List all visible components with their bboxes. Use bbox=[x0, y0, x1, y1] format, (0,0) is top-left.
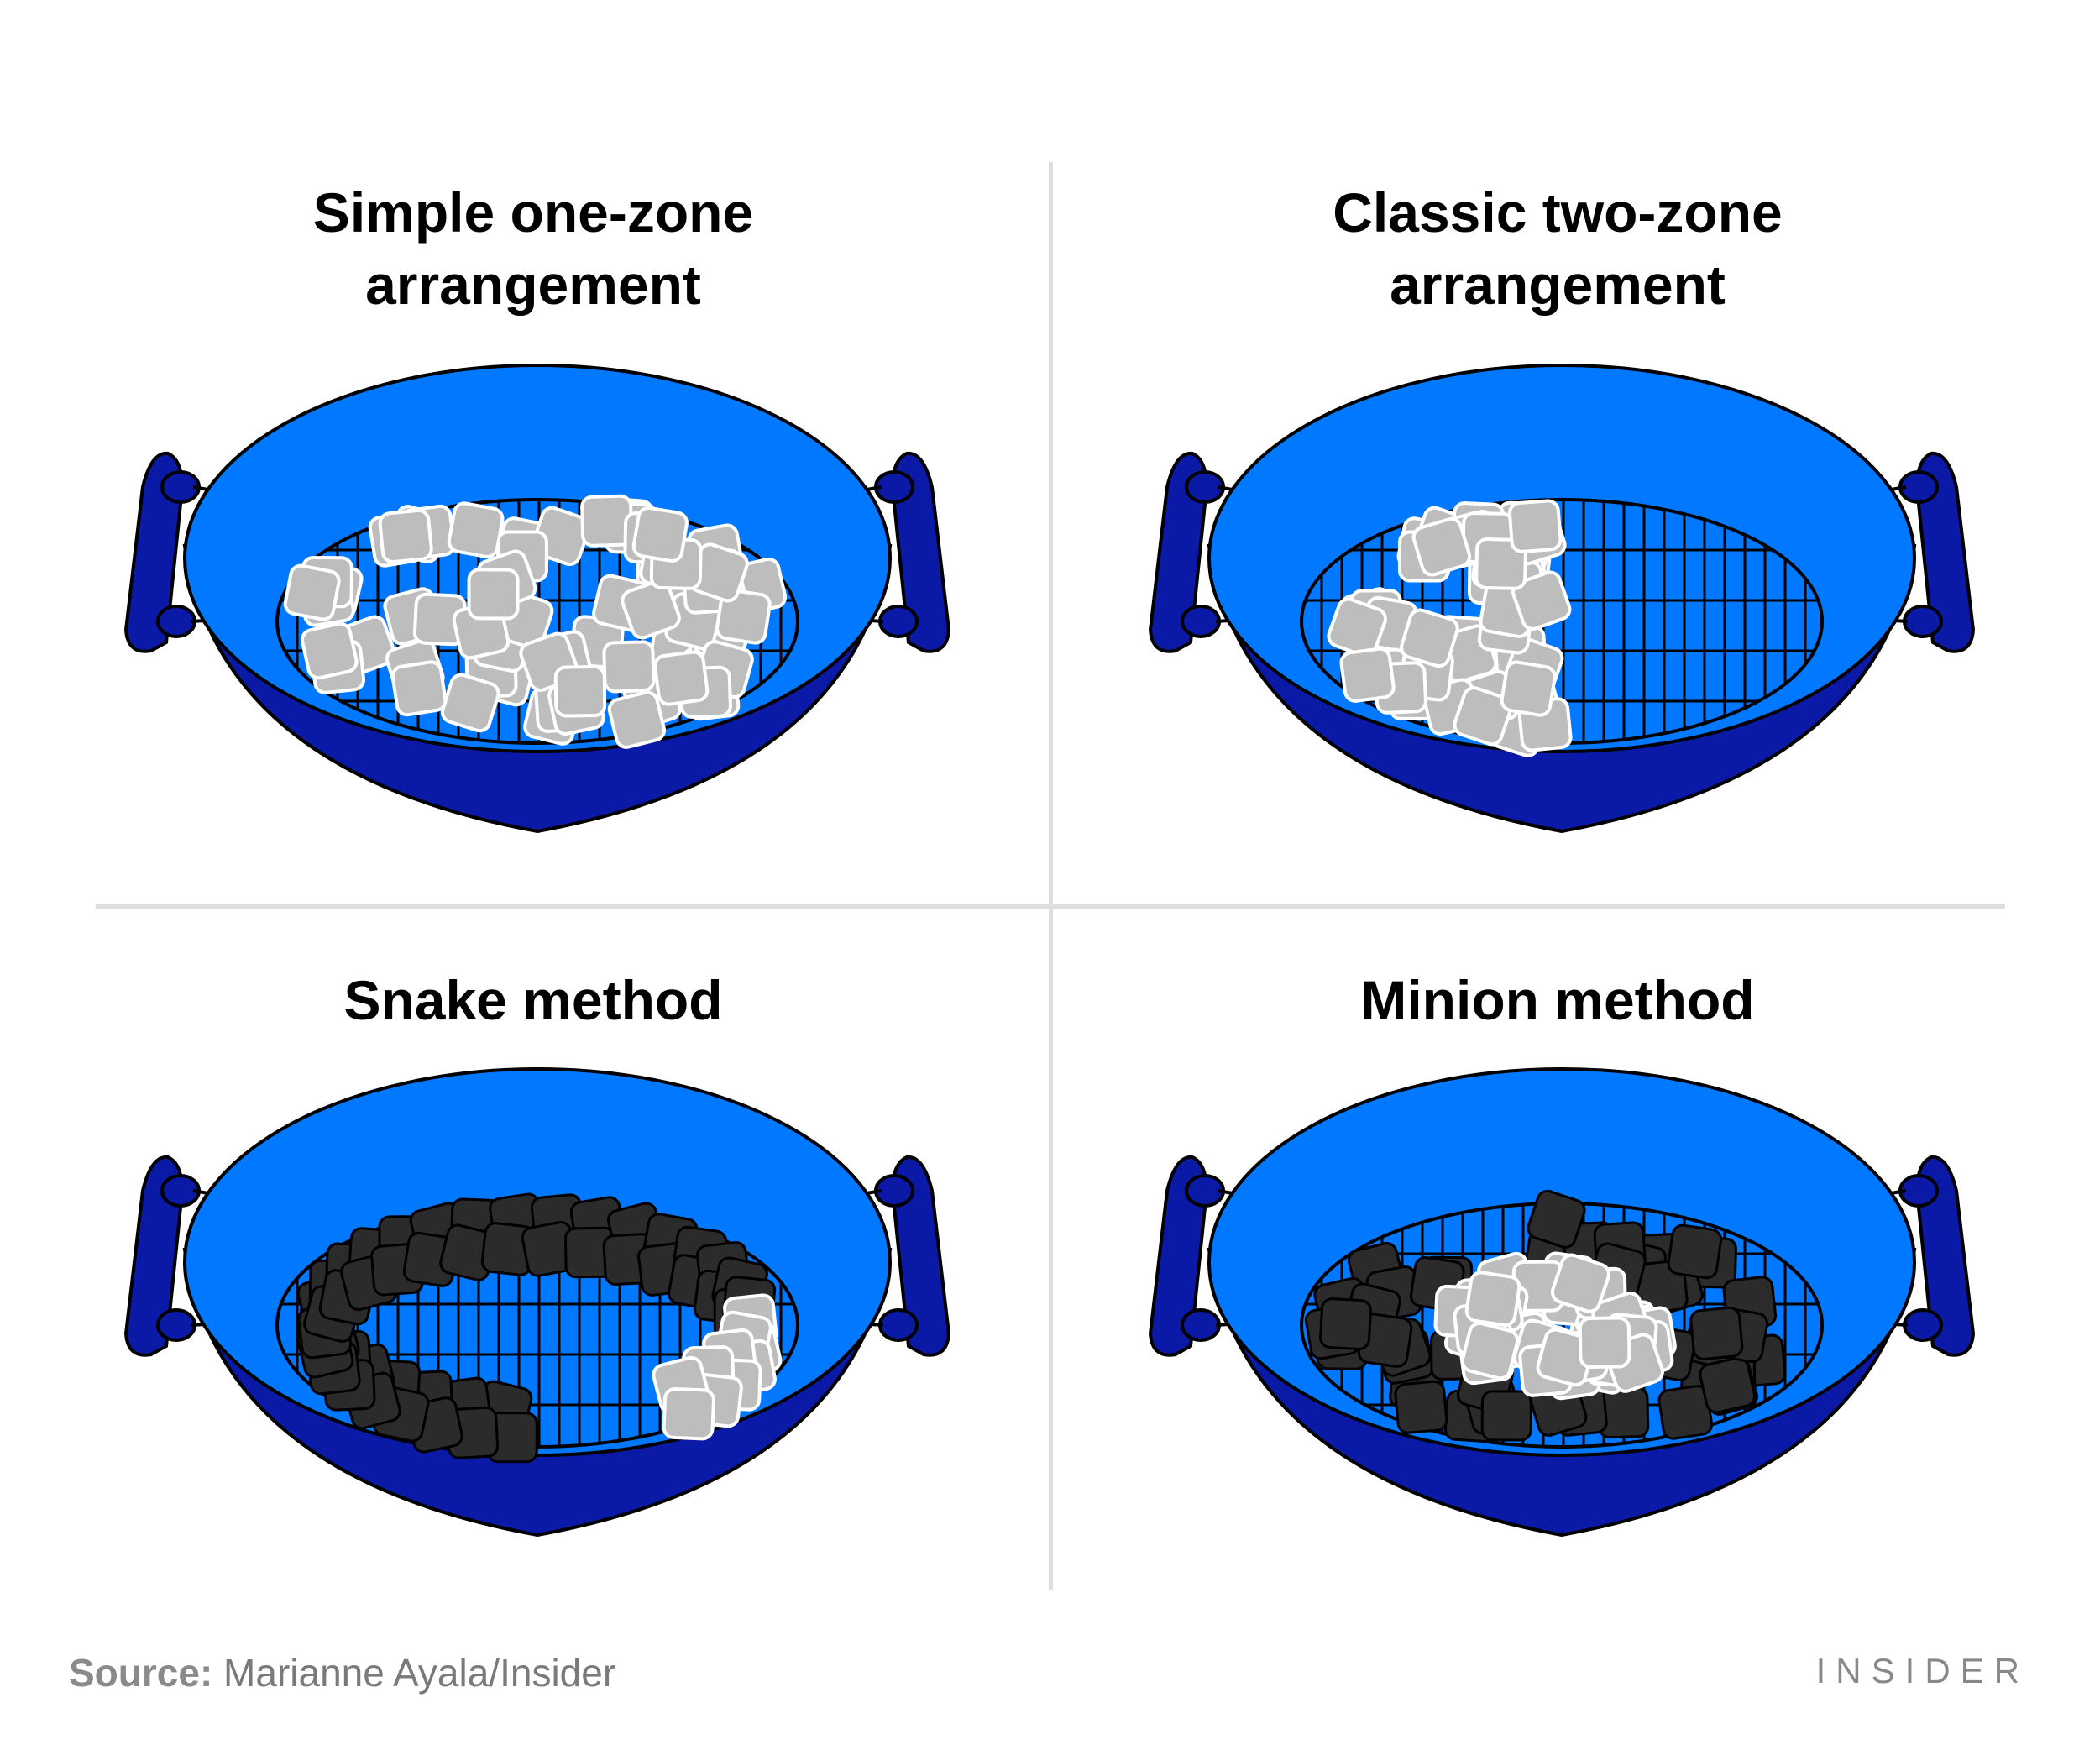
source-text: Marianne Ayala/Insider bbox=[223, 1651, 616, 1695]
insider-logo: INSIDER bbox=[1815, 1651, 2029, 1690]
title-line-1: Classic two-zone bbox=[1333, 181, 1783, 244]
lit-coal-icon bbox=[1507, 499, 1563, 553]
grill-handle-icon bbox=[1880, 451, 1976, 653]
lit-coal-icon bbox=[1550, 1253, 1611, 1313]
lit-coal-icon bbox=[1327, 597, 1387, 658]
grill-handle-icon bbox=[856, 451, 951, 653]
title-line-2: arrangement bbox=[1390, 254, 1726, 316]
vertical-divider bbox=[1049, 162, 1053, 1590]
lit-coal-icon bbox=[662, 1386, 715, 1441]
title-line-1: Snake method bbox=[343, 969, 723, 1031]
lit-coal-icon bbox=[447, 501, 505, 559]
lit-coal-icon bbox=[1400, 608, 1459, 668]
grate-rim bbox=[275, 498, 799, 745]
grill-handle-icon bbox=[1148, 451, 1244, 653]
title-line-1: Minion method bbox=[1360, 969, 1755, 1031]
lit-coal-icon bbox=[631, 506, 689, 563]
unlit-coal-icon bbox=[1480, 1390, 1532, 1442]
grill-two-zone bbox=[1148, 364, 1976, 834]
lit-coal-icon bbox=[1500, 660, 1557, 717]
unlit-coal-icon bbox=[1667, 1223, 1723, 1280]
lit-coal-icon bbox=[653, 650, 710, 706]
grill-one-zone bbox=[123, 364, 951, 834]
grill-handle-icon bbox=[856, 1155, 951, 1357]
lit-coal-icon bbox=[300, 621, 359, 680]
lit-coal-icon bbox=[607, 690, 667, 749]
panel-title-snake: Snake method bbox=[202, 964, 865, 1036]
lit-coal-icon bbox=[467, 568, 520, 621]
lit-coal-icon bbox=[440, 673, 500, 733]
unlit-coal-icon bbox=[1689, 1306, 1744, 1360]
lit-coal-icon bbox=[283, 563, 341, 621]
horizontal-divider bbox=[96, 904, 2005, 909]
panel-title-two-zone: Classic two-zone arrangement bbox=[1226, 176, 1889, 321]
lit-coal-icon bbox=[715, 588, 772, 645]
lit-coal-icon bbox=[1464, 1271, 1521, 1328]
grill-minion bbox=[1148, 1067, 1976, 1538]
grill-snake bbox=[123, 1067, 951, 1538]
lit-coal-icon bbox=[1511, 570, 1572, 631]
grill-handle-icon bbox=[1148, 1155, 1244, 1357]
unlit-coal-icon bbox=[1527, 1189, 1586, 1249]
unlit-coal-icon bbox=[1394, 1380, 1448, 1434]
unlit-coal-icon bbox=[1699, 1356, 1757, 1414]
lit-coal-icon bbox=[1339, 647, 1396, 703]
lit-coal-icon bbox=[1411, 517, 1472, 577]
lit-coal-icon bbox=[602, 640, 656, 694]
lit-coal-icon bbox=[553, 665, 607, 718]
lit-coal-icon bbox=[1453, 686, 1513, 747]
unlit-coal-icon bbox=[1319, 1297, 1372, 1350]
lit-coal-icon bbox=[390, 660, 448, 717]
title-line-1: Simple one-zone bbox=[312, 181, 754, 244]
lit-coal-icon bbox=[1474, 537, 1527, 590]
lit-coal-icon bbox=[621, 579, 681, 640]
lit-coal-icon bbox=[378, 508, 433, 564]
lit-coal-icon bbox=[1460, 1321, 1520, 1381]
panel-title-one-zone: Simple one-zone arrangement bbox=[202, 176, 865, 321]
source-label: Source: bbox=[69, 1651, 213, 1695]
source-credit: Source: Marianne Ayala/Insider bbox=[69, 1648, 615, 1698]
panel-title-minion: Minion method bbox=[1226, 964, 1889, 1036]
grill-inner bbox=[1207, 364, 1916, 753]
lit-coal-icon bbox=[1578, 1316, 1631, 1369]
title-line-2: arrangement bbox=[365, 254, 701, 316]
